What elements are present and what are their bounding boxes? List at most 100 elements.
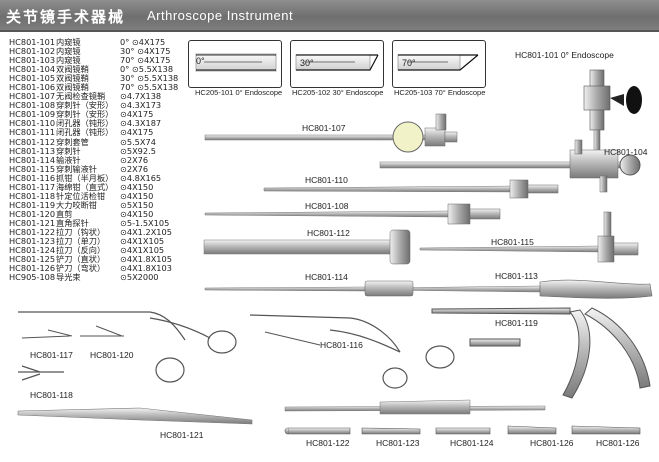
catalog-name: 双阀镜鞘 (56, 73, 89, 84)
catalog-name: 闭孔器（钝形） (56, 118, 114, 129)
catalog-code: HC801-116 (9, 172, 56, 183)
catalog-spec: 70° ⊙4X175 (120, 55, 171, 66)
catalog-name: 穿刺套管 (56, 136, 89, 147)
catalog-code: HC801-126 (9, 263, 56, 274)
catalog-name: 双阀镜鞘 (56, 64, 89, 75)
probe-121 (17, 407, 253, 425)
catalog-code: HC801-101 (9, 37, 56, 47)
catalog-name: 穿刺针（安形） (56, 109, 114, 120)
tip-angle-30: 30° (300, 58, 314, 68)
scope-tip-label-0: HC205-101 0° Endoscope (195, 88, 283, 97)
catalog-spec: 30° ⊙4X175 (120, 46, 171, 57)
scope-tip-label-30: HC205-102 30° Endoscope (292, 88, 384, 97)
trocar-108 (204, 203, 501, 225)
catalog-spec: ⊙4.3X187 (120, 118, 162, 129)
title-chinese: 关节镜手术器械 (6, 8, 126, 26)
catalog-code: HC801-124 (9, 245, 56, 256)
catalog-spec: ⊙4X1X105 (120, 245, 165, 256)
label-hc801-114: HC801-114 (305, 272, 348, 282)
label-hc801-107: HC801-107 (302, 123, 346, 133)
title-english: Arthroscope Instrument (147, 8, 294, 23)
label-hc801-115: HC801-115 (491, 237, 534, 247)
catalog-spec: ⊙4X1.2X105 (120, 226, 172, 237)
catalog-spec: ⊙4.3X173 (120, 100, 162, 111)
catalog-code: HC801-110 (9, 118, 56, 129)
catalog-name: 针定位活检钳 (56, 190, 106, 201)
scope-tip-0 (195, 53, 277, 72)
catalog-code: HC801-108 (9, 100, 56, 111)
catalog-name: 直剪 (56, 208, 73, 219)
label-hc801-126: HC801-126 (596, 438, 640, 448)
catalog-code: HC801-109 (9, 109, 56, 120)
catalog-name: 大力咬断钳 (56, 199, 97, 210)
catalog-spec: ⊙4X150 (120, 208, 154, 219)
catalog-spec: ⊙4X175 (120, 127, 154, 138)
catalog-spec: 0° ⊙4X175 (120, 37, 166, 47)
catalog-name: 内窥镜 (56, 46, 81, 57)
catalog-code: HC801-113 (9, 145, 56, 156)
catalog-spec: ⊙4X1.8X103 (120, 263, 172, 274)
label-hc801-120: HC801-120 (90, 350, 134, 360)
title-bar: 关节镜手术器械 Arthroscope Instrument (0, 0, 659, 32)
label-hc801-123: HC801-123 (376, 438, 420, 448)
cannula-112 (203, 229, 411, 265)
label-hc801-101: HC801-101 0° Endoscope (515, 50, 614, 60)
catalog-code: HC801-111 (9, 127, 56, 138)
catalog-name: 铲刀（弯状） (56, 263, 106, 274)
catalog-code: HC801-107 (9, 91, 56, 102)
catalog-spec: ⊙2X76 (120, 163, 149, 174)
label-hc801-113: HC801-113 (495, 271, 538, 281)
catalog-code: HC801-117 (9, 181, 56, 192)
catalog-spec: ⊙4.7X138 (120, 91, 162, 102)
scope-tip-30 (295, 54, 379, 71)
scope-tip-label-70: HC205-103 70° Endoscope (394, 88, 486, 97)
catalog-spec: ⊙4X150 (120, 181, 154, 192)
label-hc801-121: HC801-121 (160, 430, 204, 440)
catalog-code: HC801-114 (9, 154, 56, 165)
catalog-code: HC801-125 (9, 254, 56, 265)
forceps-116 (249, 314, 455, 389)
sheath-104 (379, 139, 641, 193)
catalog-name: 闭孔器（钝形） (56, 127, 114, 138)
catalog-name: 海绵钳（直式） (56, 181, 114, 192)
catalog-code: HC801-122 (9, 226, 56, 237)
catalog-code: HC801-120 (9, 208, 56, 219)
catalog-name: 拉刀（钩状） (56, 226, 106, 237)
label-hc801-118: HC801-118 (30, 390, 73, 400)
label-hc801-122: HC801-122 (306, 438, 350, 448)
catalog-spec: ⊙5X150 (120, 199, 154, 210)
catalog-spec: 30° ⊙5.5X138 (120, 73, 179, 84)
label-hc801-112: HC801-112 (307, 228, 350, 238)
catalog-spec: ⊙5-1.5X105 (120, 217, 170, 228)
blade-tips (284, 425, 641, 435)
knife-long (284, 399, 546, 415)
catalog-name: 内窥镜 (56, 55, 81, 66)
catalog-code: HC801-119 (9, 199, 56, 210)
sheath-107 (204, 113, 458, 153)
infusion-needle-115 (419, 211, 639, 263)
catalog-spec: ⊙4X1X105 (120, 236, 165, 247)
catalog-spec: ⊙2X76 (120, 154, 149, 165)
catalog-spec: ⊙5.5X74 (120, 136, 156, 147)
catalog-code: HC801-106 (9, 82, 56, 93)
catalog-code: HC801-103 (9, 55, 56, 66)
catalog-spec: 0° ⊙5.5X138 (120, 64, 174, 75)
catalog-name: 导光束 (56, 272, 81, 283)
catalog-code: HC801-121 (9, 217, 56, 228)
catalog-name: 拉刀（单刀） (56, 236, 106, 247)
catalog-code: HC905-108 (9, 272, 56, 283)
